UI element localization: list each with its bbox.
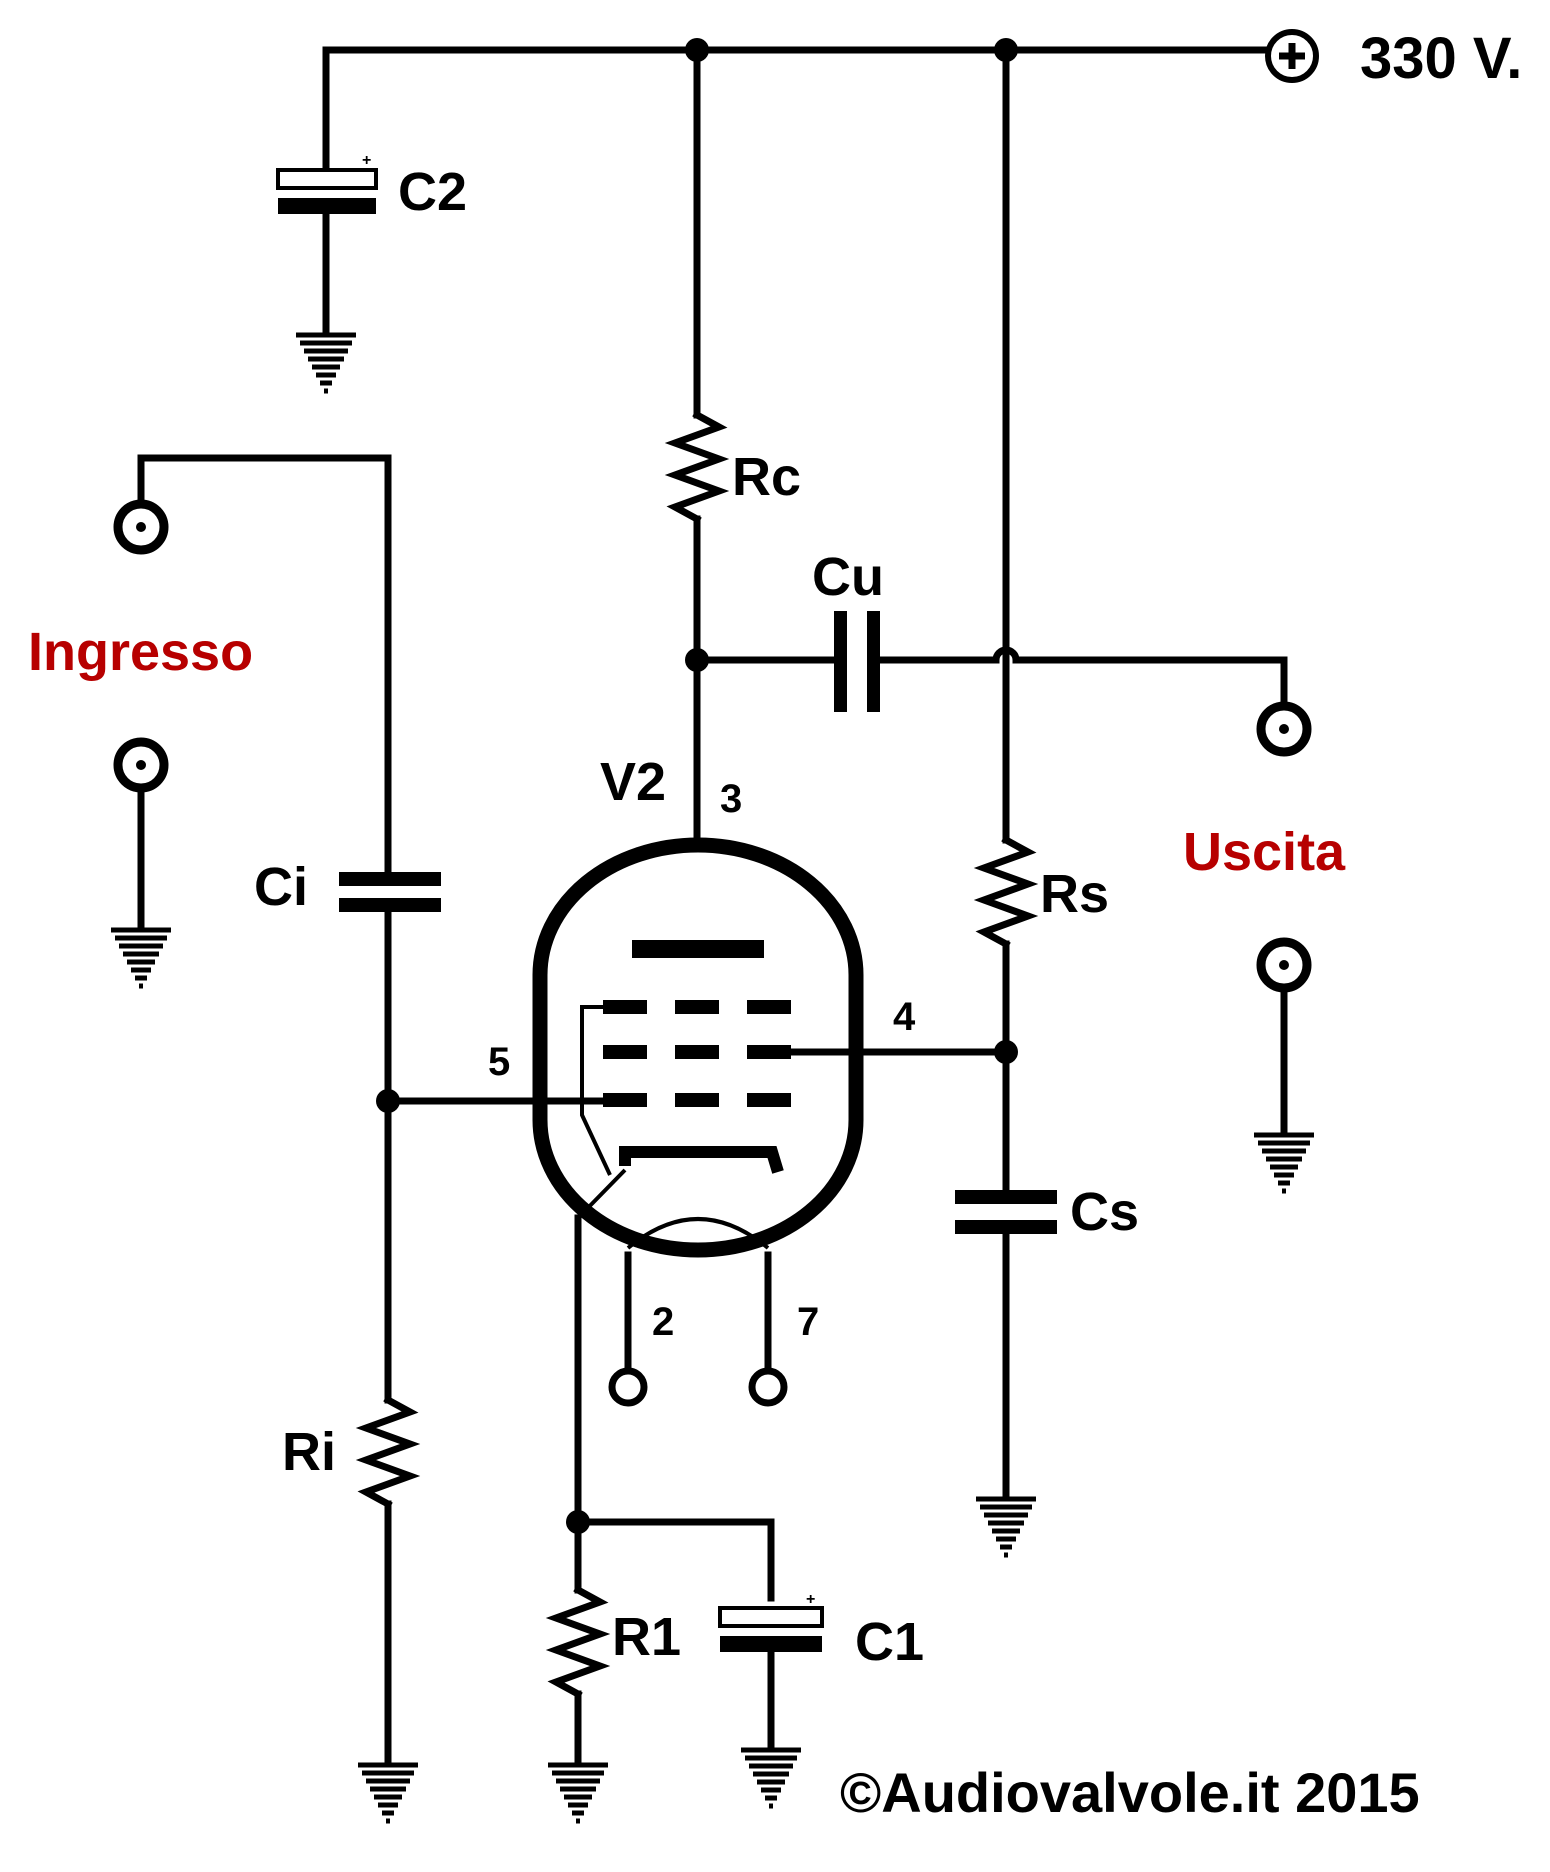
cathode-network <box>566 1214 775 1602</box>
c1-ground-icon <box>741 1750 801 1806</box>
r1-label: R1 <box>612 1607 681 1667</box>
supply-voltage-label: 330 V. <box>1360 26 1522 91</box>
r1-resistor <box>548 1585 608 1821</box>
c2-ground-icon <box>296 335 356 391</box>
cs-ground-icon <box>976 1499 1036 1555</box>
pin-4-label: 4 <box>893 995 916 1039</box>
tube-grids <box>603 1000 791 1107</box>
input-terminals <box>111 454 392 986</box>
cs-label: Cs <box>1070 1182 1139 1242</box>
rs-resistor <box>973 46 1039 1194</box>
svg-text:+: + <box>806 1591 815 1608</box>
output-terminals <box>1254 701 1314 1191</box>
tube-cathode <box>619 1146 784 1174</box>
output-ground-icon <box>1254 1135 1314 1191</box>
cu-capacitor <box>693 611 1288 712</box>
supply-terminal-icon <box>1265 29 1319 83</box>
heater-terminals <box>608 1251 788 1407</box>
rs-label: Rs <box>1040 864 1109 924</box>
cu-label: Cu <box>812 547 884 607</box>
pin-2-label: 2 <box>652 1300 674 1344</box>
tube-anode <box>632 940 764 958</box>
c1-label: C1 <box>855 1612 924 1672</box>
ri-resistor <box>358 1395 418 1821</box>
r1-ground-icon <box>548 1765 608 1821</box>
heater-terminal-2-icon <box>608 1367 648 1407</box>
c2-label: C2 <box>398 162 467 222</box>
pin-7-label: 7 <box>797 1300 819 1344</box>
input-label: Ingresso <box>28 622 253 682</box>
c1-capacitor: + <box>718 1591 824 1806</box>
heater-terminal-7-icon <box>748 1367 788 1407</box>
ri-label: Ri <box>282 1422 336 1482</box>
svg-text:+: + <box>362 152 371 169</box>
tube-label: V2 <box>600 752 666 812</box>
tube-v2 <box>532 837 864 1258</box>
supply-rail <box>322 38 1289 62</box>
tube-heater <box>626 1217 770 1250</box>
pin-5-label: 5 <box>488 1040 510 1084</box>
rc-resistor <box>664 46 730 846</box>
ci-label: Ci <box>254 857 308 917</box>
ri-ground-icon <box>358 1765 418 1821</box>
output-label: Uscita <box>1183 822 1346 882</box>
c2-capacitor: + <box>276 46 378 391</box>
ci-capacitor <box>339 872 607 1404</box>
rc-label: Rc <box>732 447 801 507</box>
input-ground-icon <box>111 930 171 986</box>
pin-3-label: 3 <box>720 777 742 821</box>
cs-capacitor <box>955 1190 1057 1555</box>
copyright-text: ©Audiovalvole.it 2015 <box>840 1761 1420 1824</box>
